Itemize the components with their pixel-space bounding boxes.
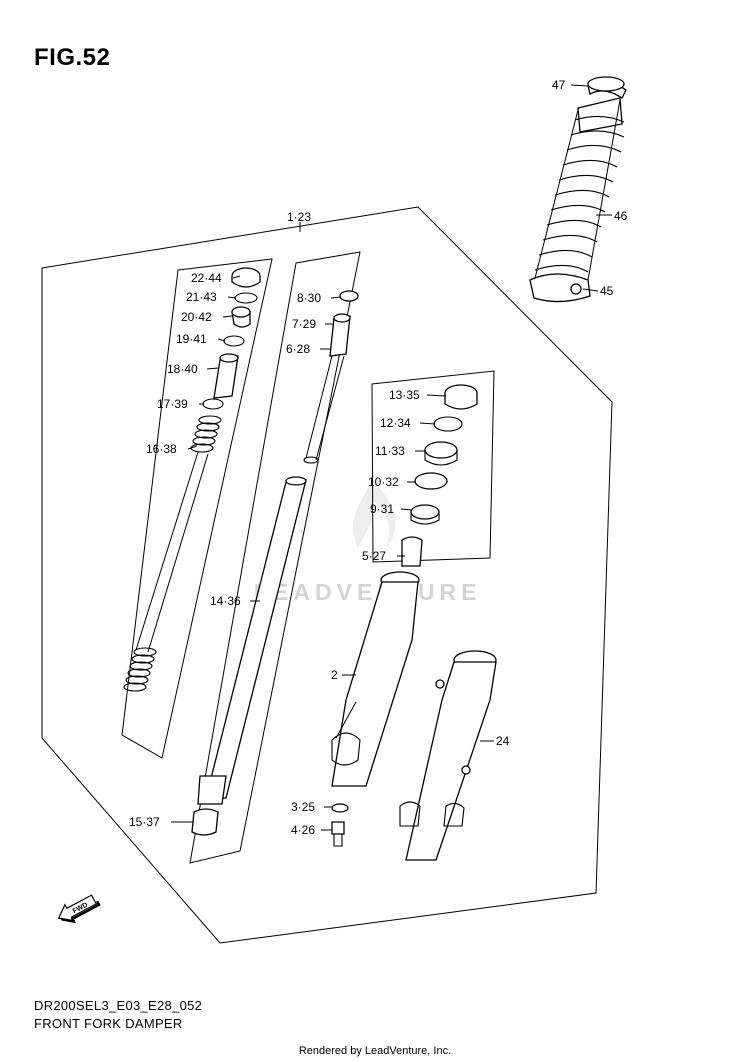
callout-16-38: 16·38 — [146, 442, 177, 456]
callout-10-32: 10·32 — [368, 475, 399, 489]
callout-1-23: 1·23 — [287, 210, 311, 224]
callout-45: 45 — [600, 284, 614, 298]
callout-11-33: 11·33 — [375, 444, 405, 458]
assembly-outline — [41, 206, 613, 944]
callout-19-41: 19·41 — [176, 332, 207, 346]
seal-group-outline — [371, 370, 495, 563]
callout-4-26: 4·26 — [291, 823, 315, 837]
callout-14-36: 14·36 — [210, 594, 241, 608]
callout-22-44: 22·44 — [191, 271, 222, 285]
callout-7-29: 7·29 — [292, 317, 316, 331]
outer-tube-right — [399, 650, 497, 861]
callout-46: 46 — [614, 209, 628, 223]
model-code: DR200SEL3_E03_E28_052 — [34, 998, 203, 1013]
forward-arrow-icon: FWD — [57, 894, 101, 924]
callout-12-34: 12·34 — [380, 416, 411, 430]
watermark-logo-icon — [352, 480, 396, 548]
leader-lines — [171, 84, 612, 831]
callout-21-43: 21·43 — [186, 290, 217, 304]
inner-tube-parts — [191, 290, 359, 836]
diagram-name: FRONT FORK DAMPER — [34, 1016, 183, 1031]
damper-rod-outline — [121, 258, 273, 759]
callout-18-40: 18·40 — [167, 362, 198, 376]
callout-20-42: 20·42 — [181, 310, 212, 324]
callout-47: 47 — [552, 78, 566, 92]
washer-part — [331, 803, 349, 813]
fork-boot — [529, 76, 627, 303]
bolt-part — [331, 821, 345, 847]
callout-9-31: 9·31 — [370, 502, 394, 516]
figure-title: FIG.52 — [34, 44, 111, 71]
render-credit: Rendered by LeadVenture, Inc. — [298, 1045, 452, 1057]
inner-tube-outline — [189, 251, 361, 864]
callout-6-28: 6·28 — [286, 342, 310, 356]
callout-8-30: 8·30 — [297, 291, 321, 305]
callout-2: 2 — [331, 668, 338, 682]
callout-5-27: 5·27 — [362, 549, 386, 563]
callout-17-39: 17·39 — [157, 397, 188, 411]
seal-parts — [401, 384, 478, 567]
callout-3-25: 3·25 — [291, 800, 315, 814]
callout-24: 24 — [496, 734, 510, 748]
watermark: LEADVENTURE — [254, 579, 482, 605]
callout-15-37: 15·37 — [129, 815, 160, 829]
outer-tube-left — [331, 571, 420, 787]
callout-13-35: 13·35 — [389, 388, 420, 402]
